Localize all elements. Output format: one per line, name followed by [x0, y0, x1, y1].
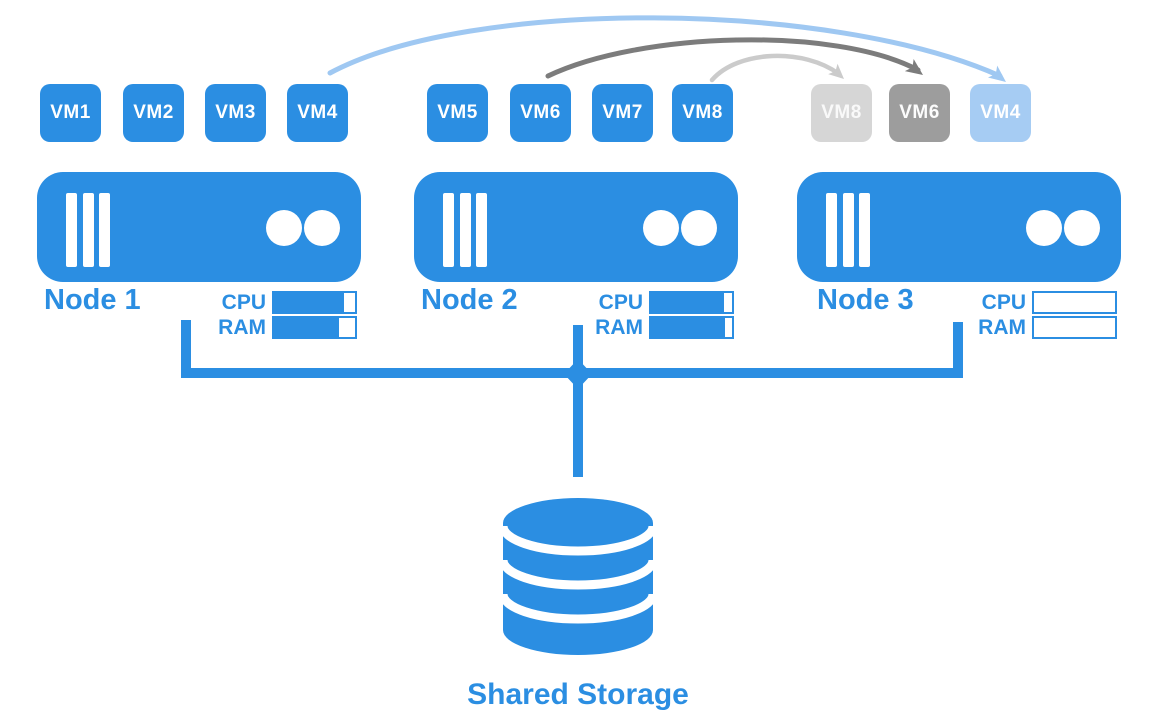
- server-led-icon: [1026, 210, 1062, 246]
- ram-meter-fill: [274, 318, 339, 337]
- server-slot-icon: [459, 193, 471, 267]
- server-led-icon: [1064, 210, 1100, 246]
- migration-arrow-vm4: [327, 15, 1003, 79]
- cpu-label: CPU: [981, 291, 1026, 314]
- server-slot-icon: [99, 193, 110, 267]
- migration-arrowhead-vm4: [987, 65, 1006, 82]
- cpu-meter-bar: [1032, 291, 1117, 314]
- server-slot-icon: [842, 193, 854, 267]
- cpu-meter: CPU: [594, 291, 734, 314]
- cpu-meter: CPU: [977, 291, 1117, 314]
- vm-box-vm2: VM2: [123, 84, 184, 142]
- cpu-meter: CPU: [217, 291, 357, 314]
- server-slot-icon: [443, 193, 454, 267]
- migration-arrowhead-vm6: [904, 58, 923, 75]
- vm-box-vm4: VM4: [287, 84, 348, 142]
- migrated-vm-box-vm4: VM4: [970, 84, 1031, 142]
- vm-box-vm1: VM1: [40, 84, 101, 142]
- ram-meter-bar: [1032, 316, 1117, 339]
- cpu-label: CPU: [598, 291, 643, 314]
- node-label: Node 2: [421, 284, 518, 316]
- migrated-vm-box-vm8: VM8: [811, 84, 872, 142]
- cpu-meter-bar: [272, 291, 357, 314]
- migration-arrowhead-vm8: [828, 63, 844, 79]
- ram-meter-bar: [272, 316, 357, 339]
- migration-arrow-vm8: [709, 53, 842, 83]
- server-slot-icon: [476, 193, 487, 267]
- node-3: Node 3 CPU RAM: [797, 172, 1121, 344]
- server-led-icon: [681, 210, 717, 246]
- server-slot-icon: [859, 193, 870, 267]
- server-icon: [37, 172, 361, 282]
- ram-meter-fill: [651, 318, 725, 337]
- server-slot-icon: [82, 193, 94, 267]
- ram-meter: RAM: [977, 316, 1117, 339]
- ram-meter: RAM: [217, 316, 357, 339]
- server-led-icon: [266, 210, 302, 246]
- migrated-vm-box-vm6: VM6: [889, 84, 950, 142]
- vm-box-vm7: VM7: [592, 84, 653, 142]
- vm-box-vm8: VM8: [672, 84, 733, 142]
- shared-storage-label: Shared Storage: [467, 678, 689, 711]
- vm-box-vm6: VM6: [510, 84, 571, 142]
- vm-box-vm3: VM3: [205, 84, 266, 142]
- node-label: Node 1: [44, 284, 141, 316]
- shared-storage-icon: [498, 498, 658, 655]
- node-1: Node 1 CPU RAM: [37, 172, 361, 344]
- bus-junction-diamond: [564, 359, 592, 389]
- node-label: Node 3: [817, 284, 914, 316]
- server-icon: [797, 172, 1121, 282]
- cpu-label: CPU: [221, 291, 266, 314]
- ram-label: RAM: [218, 316, 266, 339]
- ram-meter: RAM: [594, 316, 734, 339]
- cpu-meter-fill: [274, 293, 345, 312]
- ram-label: RAM: [595, 316, 643, 339]
- ram-label: RAM: [978, 316, 1026, 339]
- server-icon: [414, 172, 738, 282]
- node-2: Node 2 CPU RAM: [414, 172, 738, 344]
- migration-arrow-vm6: [545, 37, 921, 79]
- cpu-meter-fill: [651, 293, 724, 312]
- ram-meter-bar: [649, 316, 734, 339]
- vm-box-vm5: VM5: [427, 84, 488, 142]
- server-slot-icon: [826, 193, 837, 267]
- server-led-icon: [304, 210, 340, 246]
- server-slot-icon: [66, 193, 77, 267]
- cpu-meter-bar: [649, 291, 734, 314]
- server-led-icon: [643, 210, 679, 246]
